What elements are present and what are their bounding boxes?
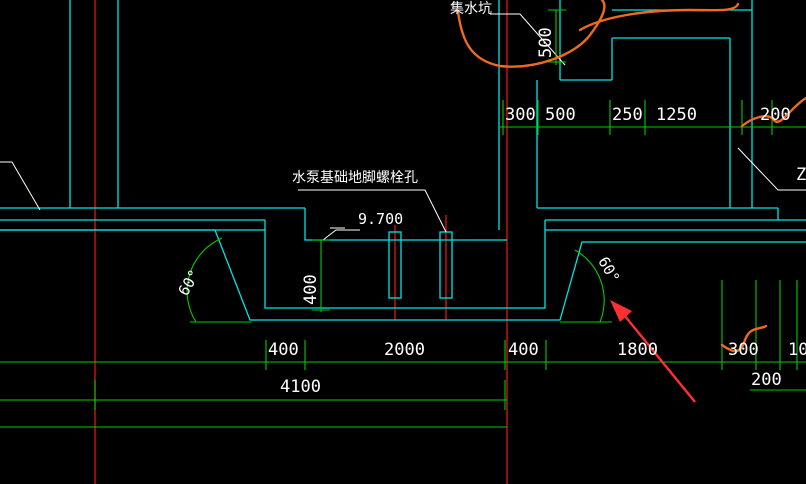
label-sump-pit: 集水坑 (450, 0, 492, 17)
label-slope-right: 60° (594, 254, 623, 286)
dim-bottom-10: 10 (788, 340, 806, 360)
annotations: 集水坑 水泵基础地脚螺栓孔 9.700 60° 60° Z 300 500 25… (174, 0, 806, 397)
label-slope-left: 60° (174, 266, 203, 298)
dim-bottom-300: 300 (728, 340, 759, 360)
dim-bottom-400-left: 400 (268, 340, 299, 360)
dim-bottom-right-200: 200 (751, 370, 782, 390)
structure-outline (0, 0, 806, 321)
dim-depth-400: 400 (301, 274, 321, 305)
dim-top-250: 250 (612, 105, 643, 125)
dim-bottom-2000: 2000 (384, 340, 425, 360)
dim-bottom-1800: 1800 (617, 340, 658, 360)
dim-top-200: 200 (760, 105, 791, 125)
center-lines (94, 0, 508, 484)
markup-scribbles (456, 0, 806, 353)
dim-top-500: 500 (545, 105, 576, 125)
leader-lines (0, 13, 806, 241)
dimension-lines (0, 9, 806, 428)
dim-bottom-400-right: 400 (508, 340, 539, 360)
red-arrow-icon (610, 300, 696, 403)
dim-top-1250: 1250 (656, 105, 697, 125)
dim-pit-depth-500: 500 (536, 27, 556, 58)
dim-total-4100: 4100 (280, 377, 321, 397)
label-z: Z (796, 165, 806, 185)
dim-top-300: 300 (505, 105, 536, 125)
label-bolt-hole-note: 水泵基础地脚螺栓孔 (292, 169, 418, 186)
label-elevation: 9.700 (358, 210, 403, 228)
